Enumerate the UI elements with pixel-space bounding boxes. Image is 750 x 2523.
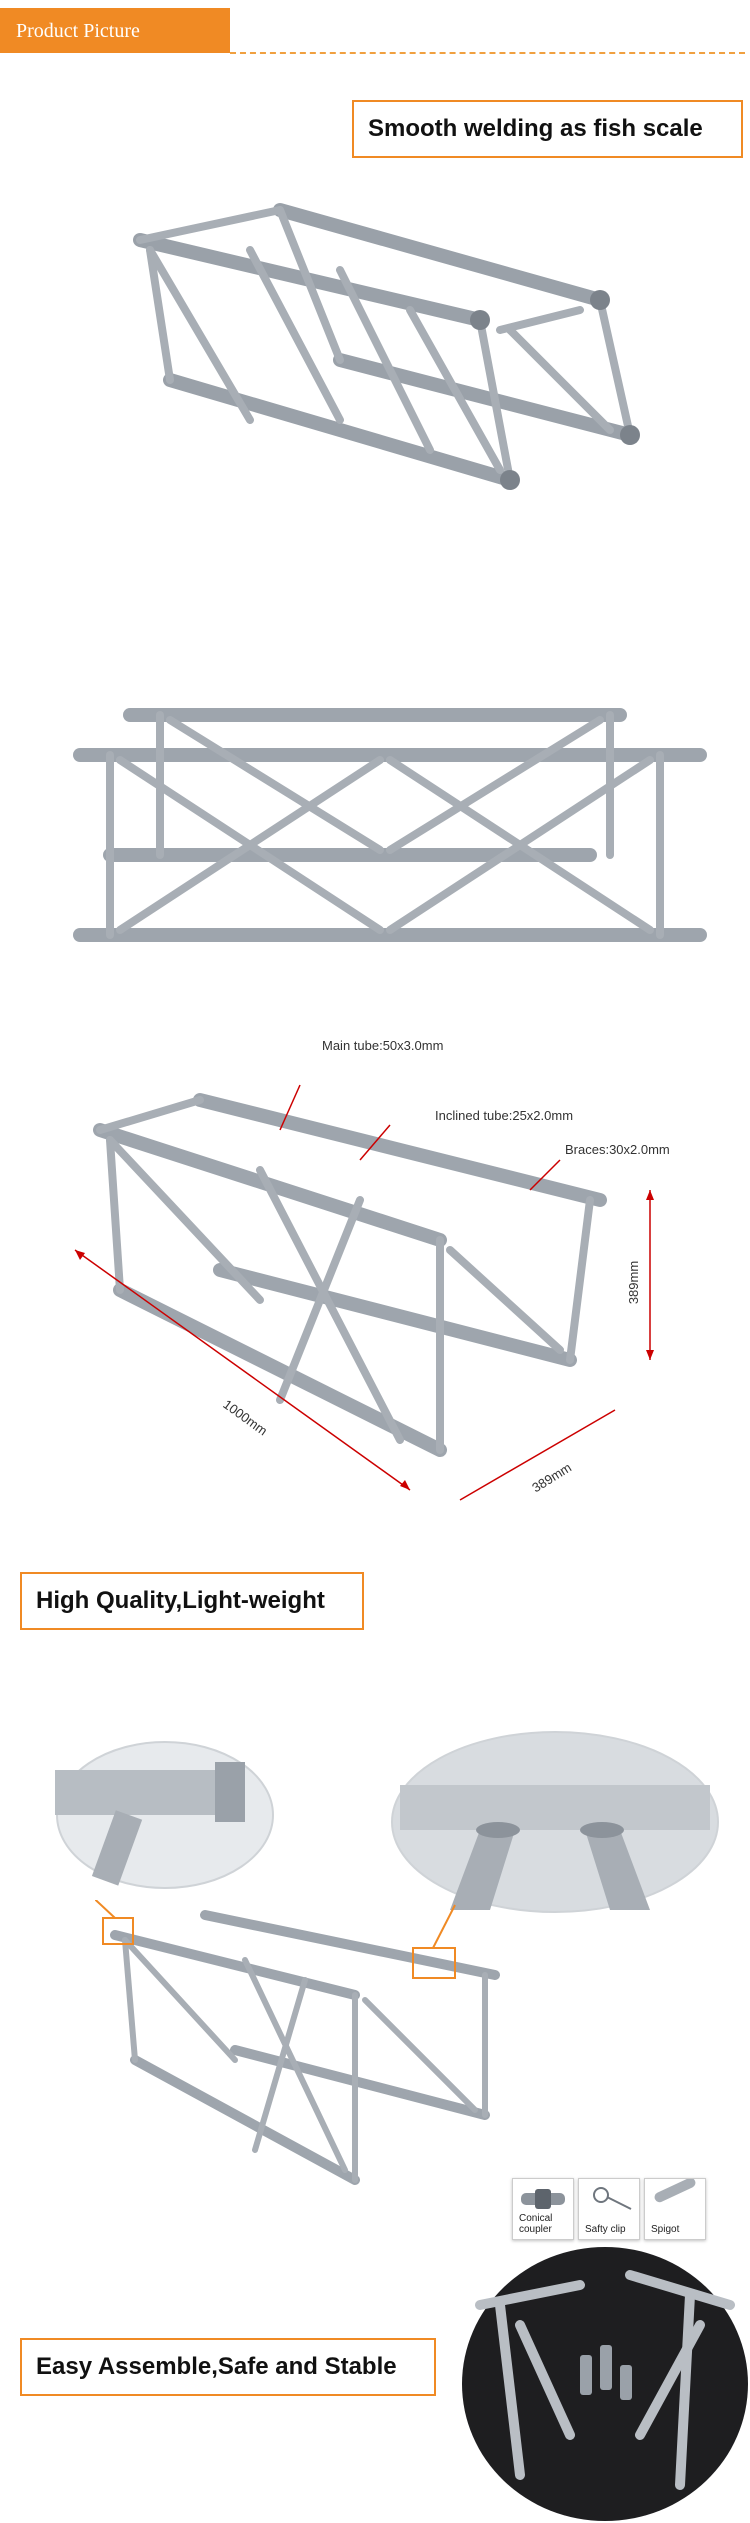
assemble-heading-box: Easy Assemble,Safe and Stable [20,2338,436,2396]
product-picture-label: Product Picture [16,20,140,42]
welding-heading: Smooth welding as fish scale [368,115,703,142]
weld-closeup-left [55,1741,274,1889]
main-tube-callout: Main tube:50x3.0mm [322,1038,444,1053]
accessory-conical-coupler: Conical coupler [512,2178,574,2240]
truss-image-front [73,708,707,942]
spigot-icon [654,2177,696,2203]
welding-heading-box: Smooth welding as fish scale [352,100,743,158]
conical-coupler-icon [521,2189,565,2209]
inclined-tube-callout: Inclined tube:25x2.0mm [435,1108,574,1123]
product-picture-tab: Product Picture [0,8,230,53]
quality-heading: High Quality,Light-weight [36,1587,325,1614]
weld-closeup-right [391,1731,719,1913]
accessory-safety-clip: Safty clip [578,2178,640,2240]
header-divider [230,52,745,54]
accessory-label: Safty clip [585,2224,626,2235]
truss-image-highlight [95,1900,500,2185]
height-dimension: 389mm [626,1260,642,1305]
truss-image-angled [133,203,640,490]
braces-callout: Braces:30x2.0mm [565,1142,670,1157]
truss-dimension-drawing [74,1084,654,1501]
assembly-photo [462,2247,748,2521]
accessory-label: Spigot [651,2224,680,2235]
accessory-label: Conical coupler [519,2213,553,2235]
accessory-spigot: Spigot [644,2177,706,2240]
safety-clip-icon [593,2187,632,2210]
quality-heading-box: High Quality,Light-weight [20,1572,364,1630]
assemble-heading: Easy Assemble,Safe and Stable [36,2353,397,2380]
